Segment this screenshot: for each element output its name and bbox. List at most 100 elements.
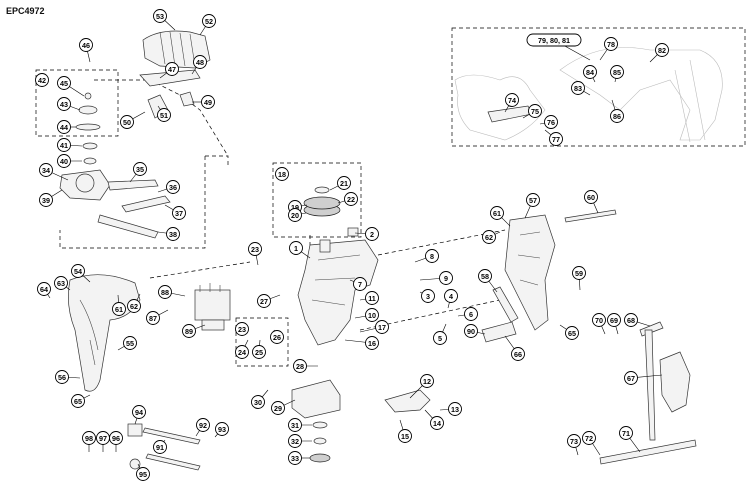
callout-label-30: 30 xyxy=(254,398,262,407)
callout-36: 36 xyxy=(166,180,180,194)
callout-label-21: 21 xyxy=(340,179,348,188)
callout-38: 38 xyxy=(166,227,180,241)
callout-label-84: 84 xyxy=(586,68,594,77)
callout-23a: 23 xyxy=(248,242,262,256)
callout-46: 46 xyxy=(79,38,93,52)
callout-54: 54 xyxy=(71,264,85,278)
callout-label-61a: 61 xyxy=(493,209,501,218)
callout-label-52: 52 xyxy=(205,17,213,26)
callout-label-22: 22 xyxy=(347,195,355,204)
callout-43: 43 xyxy=(57,97,71,111)
callout-1: 1 xyxy=(289,241,303,255)
callout-22: 22 xyxy=(344,192,358,206)
callout-82: 82 xyxy=(655,43,669,57)
callout-68: 68 xyxy=(624,313,638,327)
callout-42: 42 xyxy=(35,73,49,87)
callout-label-25: 25 xyxy=(255,348,263,357)
callout-13: 13 xyxy=(448,402,462,416)
callout-24: 24 xyxy=(235,345,249,359)
callout-4: 4 xyxy=(444,289,458,303)
callout-78: 78 xyxy=(604,37,618,51)
callout-40: 40 xyxy=(57,154,71,168)
callout-83: 83 xyxy=(571,81,585,95)
callout-label-20: 20 xyxy=(291,211,299,220)
callout-96: 96 xyxy=(109,431,123,445)
callout-69: 69 xyxy=(607,313,621,327)
callout-label-58: 58 xyxy=(481,272,489,281)
callout-label-77: 77 xyxy=(552,135,560,144)
callout-label-75: 75 xyxy=(531,107,539,116)
callout-label-78: 78 xyxy=(607,40,615,49)
callout-21: 21 xyxy=(337,176,351,190)
callout-93: 93 xyxy=(215,422,229,436)
callout-label-94: 94 xyxy=(135,408,143,417)
callout-label-60: 60 xyxy=(587,193,595,202)
callout-label-34: 34 xyxy=(42,166,50,175)
callout-label-15: 15 xyxy=(401,432,409,441)
callout-29: 29 xyxy=(271,401,285,415)
callout-label-47: 47 xyxy=(168,65,176,74)
callout-label-18: 18 xyxy=(278,170,286,179)
callout-label-73: 73 xyxy=(570,437,578,446)
callout-label-11: 11 xyxy=(368,294,376,303)
callout-73: 73 xyxy=(567,434,581,448)
callout-label-87: 87 xyxy=(149,314,157,323)
callout-label-19: 19 xyxy=(291,203,299,212)
callout-label-95: 95 xyxy=(139,470,147,479)
callout-label-4: 4 xyxy=(449,292,453,301)
callout-32: 32 xyxy=(288,434,302,448)
callout-12: 12 xyxy=(420,374,434,388)
callout-label-13: 13 xyxy=(451,405,459,414)
ghost-outboard-outline xyxy=(454,47,723,143)
callout-92: 92 xyxy=(196,418,210,432)
callout-33: 33 xyxy=(288,451,302,465)
callout-62a: 62 xyxy=(482,230,496,244)
callout-71: 71 xyxy=(619,426,633,440)
callout-label-57: 57 xyxy=(529,196,537,205)
callout-61b: 61 xyxy=(112,302,126,316)
callout-label-43: 43 xyxy=(60,100,68,109)
callout-98: 98 xyxy=(82,431,96,445)
callout-34: 34 xyxy=(39,163,53,177)
callout-53: 53 xyxy=(153,9,167,23)
callout-label-39: 39 xyxy=(42,196,50,205)
callout-56: 56 xyxy=(55,370,69,384)
callout-label-28: 28 xyxy=(296,362,304,371)
callout-label-61b: 61 xyxy=(115,305,123,314)
callout-61a: 61 xyxy=(490,206,504,220)
group-boxes xyxy=(35,27,746,367)
callout-label-66: 66 xyxy=(514,350,522,359)
callout-57: 57 xyxy=(526,193,540,207)
callout-label-93: 93 xyxy=(218,425,226,434)
callout-label-68: 68 xyxy=(627,316,635,325)
callout-11: 11 xyxy=(365,291,379,305)
callout-label-36: 36 xyxy=(169,183,177,192)
callout-label-16: 16 xyxy=(368,339,376,348)
callout-label-7: 7 xyxy=(358,280,362,289)
callout-79: 79, 80, 81 xyxy=(526,33,582,47)
callout-52: 52 xyxy=(202,14,216,28)
callout-label-37: 37 xyxy=(175,209,183,218)
callout-label-69: 69 xyxy=(610,316,618,325)
callout-label-67: 67 xyxy=(627,374,635,383)
callout-label-3: 3 xyxy=(426,292,430,301)
callout-label-9: 9 xyxy=(444,274,448,283)
callout-label-49: 49 xyxy=(204,98,212,107)
callout-label-10: 10 xyxy=(368,311,376,320)
callout-label-59: 59 xyxy=(575,269,583,278)
callout-label-8: 8 xyxy=(430,252,434,261)
callout-label-40: 40 xyxy=(60,157,68,166)
callout-75: 75 xyxy=(528,104,542,118)
callout-label-90: 90 xyxy=(467,327,475,336)
callout-41: 41 xyxy=(57,138,71,152)
callout-72: 72 xyxy=(582,431,596,445)
callout-label-97: 97 xyxy=(99,434,107,443)
callout-label-2: 2 xyxy=(370,230,374,239)
callout-25: 25 xyxy=(252,345,266,359)
callout-15: 15 xyxy=(398,429,412,443)
callout-label-62a: 62 xyxy=(485,233,493,242)
callout-63: 63 xyxy=(54,276,68,290)
callout-26: 26 xyxy=(270,330,284,344)
